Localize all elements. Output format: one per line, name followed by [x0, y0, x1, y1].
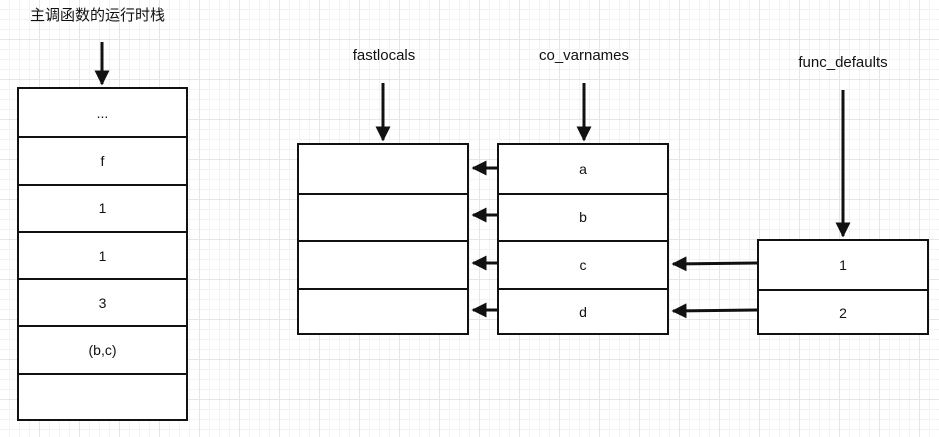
default-arrow-1 [671, 256, 758, 272]
stack-cell: ... [96, 104, 109, 121]
stack-cell [19, 372, 186, 420]
co-varnames-cell: b [499, 192, 667, 241]
func-defaults-table: 1 2 [757, 239, 929, 335]
co-varnames-cell: a [579, 160, 587, 177]
stack-cell: 1 [19, 183, 186, 231]
stack-title: 主调函数的运行时栈 [30, 7, 166, 24]
co-varnames-cell: c [499, 240, 667, 288]
default-arrow-2 [671, 303, 758, 319]
co-varnames-table: a b c d [497, 143, 669, 335]
stack-cell: 3 [19, 278, 186, 325]
co-varnames-cell: d [499, 287, 667, 336]
fastlocals-cell [299, 145, 467, 193]
fastlocals-table [297, 143, 469, 335]
func-defaults-cell: 1 [839, 256, 847, 273]
fastlocals-cell [299, 287, 467, 336]
fastlocals-cell [299, 240, 467, 288]
co-varnames-title: co_varnames [538, 47, 630, 64]
runtime-stack-table: ... f 1 1 3 (b,c) [17, 87, 188, 421]
fastlocals-cell [299, 192, 467, 241]
fastlocals-title: fastlocals [352, 47, 416, 64]
stack-cell: f [19, 136, 186, 183]
stack-cell: (b,c) [19, 325, 186, 372]
stack-cell: 1 [19, 230, 186, 278]
func-defaults-cell: 2 [759, 288, 927, 337]
func-defaults-title: func_defaults [798, 54, 888, 71]
